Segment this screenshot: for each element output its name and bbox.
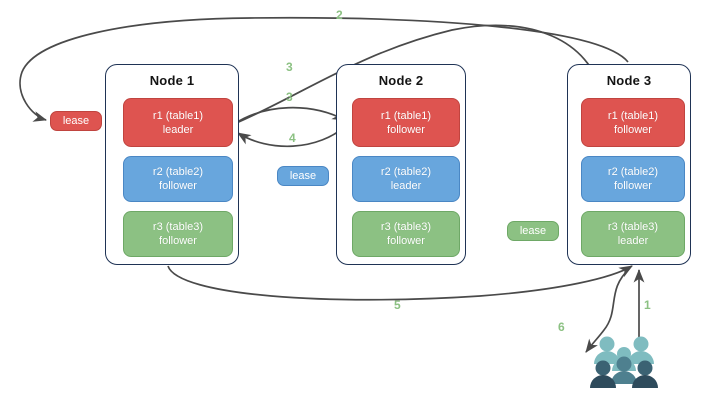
step-label-1: 1 bbox=[644, 298, 651, 312]
arrow-step-3-lower bbox=[233, 106, 346, 125]
step-label-5: 5 bbox=[394, 298, 401, 312]
replica-line1: r1 (table1) bbox=[380, 109, 432, 122]
node-box-2[interactable]: Node 2 r1 (table1) follower r2 (table2) … bbox=[336, 64, 466, 265]
replica-node1-r1[interactable]: r1 (table1) leader bbox=[123, 98, 233, 147]
replica-line1: r3 (table3) bbox=[380, 221, 432, 233]
node-title: Node 3 bbox=[606, 73, 652, 88]
replica-node1-r2[interactable]: r2 (table2) follower bbox=[123, 156, 233, 202]
replica-line2: follower bbox=[387, 235, 425, 247]
replica-line1: r1 (table1) bbox=[152, 109, 204, 122]
node-title: Node 2 bbox=[378, 73, 424, 88]
arrow-step-5 bbox=[167, 265, 633, 301]
lease-label: lease bbox=[62, 115, 90, 127]
replica-node2-r1[interactable]: r1 (table1) follower bbox=[352, 98, 460, 147]
replica-line2: follower bbox=[387, 123, 425, 136]
node-title: Node 1 bbox=[149, 73, 195, 88]
lease-label: lease bbox=[519, 225, 547, 237]
replica-line2: leader bbox=[617, 235, 649, 247]
users-group-icon bbox=[590, 336, 658, 388]
replica-node1-r3[interactable]: r3 (table3) follower bbox=[123, 211, 233, 257]
replica-node3-r2[interactable]: r2 (table2) follower bbox=[581, 156, 685, 202]
replica-line1: r2 (table2) bbox=[380, 166, 432, 178]
replica-line1: r1 (table1) bbox=[607, 109, 659, 122]
replica-node3-r1[interactable]: r1 (table1) follower bbox=[581, 98, 685, 147]
lease-label: lease bbox=[289, 170, 317, 182]
replica-line2: leader bbox=[162, 123, 194, 136]
node-box-3[interactable]: Node 3 r1 (table1) follower r2 (table2) … bbox=[567, 64, 691, 265]
replica-line1: r2 (table2) bbox=[607, 166, 659, 178]
replica-line2: follower bbox=[159, 235, 197, 247]
node-box-1[interactable]: Node 1 r1 (table1) leader r2 (table2) fo… bbox=[105, 64, 239, 265]
step-label-4: 4 bbox=[289, 131, 296, 145]
replica-line2: leader bbox=[390, 180, 422, 192]
replica-node2-r2[interactable]: r2 (table2) leader bbox=[352, 156, 460, 202]
replica-node3-r3[interactable]: r3 (table3) leader bbox=[581, 211, 685, 257]
lease-badge-r2[interactable]: lease bbox=[277, 166, 329, 186]
lease-badge-r3[interactable]: lease bbox=[507, 221, 559, 241]
replica-line2: follower bbox=[614, 123, 652, 136]
step-label-6: 6 bbox=[558, 320, 565, 334]
replica-node2-r3[interactable]: r3 (table3) follower bbox=[352, 211, 460, 257]
replica-line2: follower bbox=[159, 180, 197, 192]
replica-line2: follower bbox=[614, 180, 652, 192]
step-label-3a: 3 bbox=[286, 60, 293, 74]
replica-line1: r3 (table3) bbox=[607, 221, 659, 233]
replica-line1: r3 (table3) bbox=[152, 221, 204, 233]
lease-badge-r1[interactable]: lease bbox=[50, 111, 102, 131]
step-label-2: 2 bbox=[336, 8, 343, 22]
replica-line1: r2 (table2) bbox=[152, 166, 204, 178]
step-label-3b: 3 bbox=[286, 90, 293, 104]
